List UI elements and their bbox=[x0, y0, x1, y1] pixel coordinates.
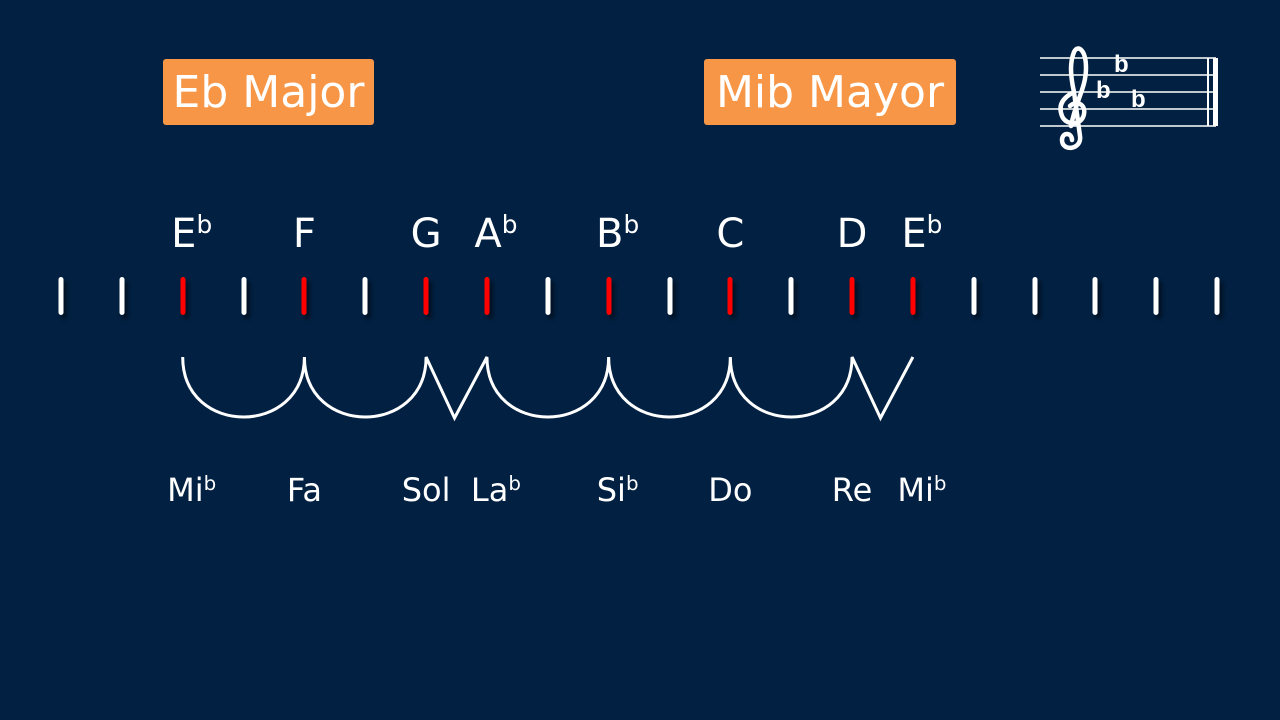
semitone-tick bbox=[1092, 277, 1098, 315]
note-name: F bbox=[293, 209, 316, 259]
note-name-base: F bbox=[292, 211, 316, 257]
solfege-name: Lab bbox=[471, 468, 521, 517]
semitone-line bbox=[0, 270, 1280, 330]
semitone-tick bbox=[667, 277, 672, 315]
scale-tick bbox=[910, 277, 916, 315]
note-name-flat: b bbox=[623, 210, 640, 240]
solfege-name: Fa bbox=[287, 468, 322, 512]
semitone-tick bbox=[1214, 277, 1220, 315]
note-name: Ab bbox=[474, 209, 517, 264]
scale-tick bbox=[606, 277, 612, 315]
step-pattern bbox=[181, 356, 915, 422]
title-mib-mayor: Mib Mayor bbox=[704, 59, 956, 125]
note-name: G bbox=[411, 209, 442, 259]
solfege-name: Mib bbox=[167, 468, 216, 517]
solfege-name: Re bbox=[832, 468, 872, 512]
note-name-flat: b bbox=[926, 210, 943, 240]
flat-symbol: b bbox=[1131, 86, 1146, 113]
note-name-base: B bbox=[596, 211, 624, 257]
solfege-name: Sib bbox=[597, 468, 639, 517]
solfege-name-base: Sol bbox=[401, 471, 451, 509]
flat-symbol: b bbox=[1114, 51, 1129, 78]
note-name: Bb bbox=[596, 209, 639, 264]
scale-tick bbox=[180, 277, 186, 315]
semitone-tick bbox=[362, 277, 368, 315]
scale-tick bbox=[484, 277, 490, 315]
semitone-tick bbox=[119, 277, 125, 315]
scale-tick bbox=[849, 277, 855, 315]
note-name-base: D bbox=[836, 211, 868, 257]
solfege-name: Do bbox=[708, 468, 752, 512]
note-name-base: C bbox=[716, 211, 745, 257]
key-signature: b b b bbox=[1040, 46, 1218, 150]
semitone-tick bbox=[1032, 277, 1038, 315]
solfege-name-flat: b bbox=[203, 472, 217, 496]
solfege-name-flat: b bbox=[508, 472, 521, 496]
solfege-name-base: La bbox=[470, 471, 509, 509]
semitone-tick bbox=[971, 277, 977, 315]
solfege-name-base: Mi bbox=[167, 471, 204, 509]
treble-clef-icon bbox=[1058, 46, 1089, 150]
note-name: Eb bbox=[171, 209, 212, 264]
note-name-base: E bbox=[171, 211, 197, 257]
note-name-flat: b bbox=[501, 210, 518, 240]
solfege-name-flat: b bbox=[933, 472, 947, 496]
solfege-name: Sol bbox=[402, 468, 451, 512]
step-arcs bbox=[181, 356, 915, 422]
note-name: Eb bbox=[901, 209, 942, 264]
semitone-tick bbox=[1153, 277, 1159, 315]
solfege-name-base: Fa bbox=[286, 471, 322, 509]
flat-symbol: b bbox=[1096, 77, 1111, 104]
semitone-tick bbox=[788, 277, 794, 315]
solfege-name-flat: b bbox=[625, 472, 639, 496]
title-eb-major: Eb Major bbox=[163, 59, 374, 125]
solfege-name-base: Mi bbox=[897, 471, 934, 509]
final-barline bbox=[1207, 58, 1218, 126]
semitone-tick bbox=[58, 277, 64, 315]
semitone-tick bbox=[241, 277, 247, 315]
solfege-name-base: Do bbox=[708, 471, 753, 509]
note-name-base: E bbox=[901, 211, 927, 257]
scale-tick bbox=[423, 277, 429, 315]
note-name-flat: b bbox=[196, 210, 213, 240]
note-name: D bbox=[837, 209, 868, 259]
scale-tick bbox=[301, 277, 307, 315]
note-name-base: G bbox=[410, 211, 442, 257]
solfege-name: Mib bbox=[897, 468, 946, 517]
solfege-name-base: Re bbox=[831, 471, 873, 509]
semitone-tick bbox=[545, 277, 551, 315]
note-name: C bbox=[716, 209, 744, 259]
solfege-name-base: Si bbox=[596, 471, 626, 509]
note-name-base: A bbox=[474, 211, 502, 257]
scale-tick bbox=[727, 277, 733, 315]
